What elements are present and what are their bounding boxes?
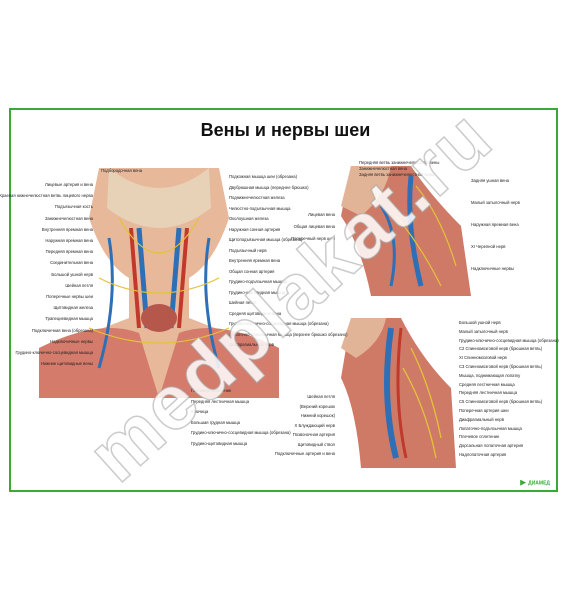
anatomy-label: Общая сонная артерия xyxy=(229,268,275,274)
main-neck-illustration xyxy=(39,168,279,398)
anatomy-label: Поперечные нервы шеи xyxy=(46,294,93,299)
anatomy-label: Большой ушной нерв xyxy=(51,271,93,277)
anatomy-label: Грудино-ключично-сосцевидная мышца xyxy=(15,350,94,355)
anatomy-label: Наружная сонная артерия xyxy=(229,226,281,232)
lower-side-illustration xyxy=(341,318,456,468)
anatomy-label: Поперечная артерия шеи xyxy=(459,408,509,413)
anatomy-label: Грудино-ключично-сосцевидная мышца (обре… xyxy=(459,337,559,343)
anatomy-label: Грудино-ключично-сосцевидная мышца (обре… xyxy=(229,321,329,326)
anatomy-label: Подъязычный нерв xyxy=(229,247,267,253)
anatomy-label: Средняя лестничная мышца xyxy=(459,381,515,387)
anatomy-label: Мышца, поднимающая лопатку xyxy=(459,372,521,378)
anatomy-label: Средняя щитовидная вена xyxy=(229,310,282,316)
anatomy-label: Позвоночная артерия xyxy=(292,432,335,437)
anatomy-label: Соединительная вена xyxy=(50,260,93,266)
anatomy-label: Подключичная вена (обрезана) xyxy=(31,327,93,333)
brand-name: ДИАМЕД xyxy=(528,480,550,486)
anatomy-label: Лопаточно-подъязычная мышца (верхнее брю… xyxy=(229,331,348,337)
anatomy-label: X Блуждающий нерв xyxy=(294,422,335,428)
anatomy-label: Грудино-щитовидная мышца xyxy=(229,289,286,295)
anatomy-label: Диафрагмальный нерв xyxy=(459,416,504,422)
anatomy-label: Грудино-подъязычная мышца xyxy=(229,279,287,284)
anatomy-label: Щитовидный ствол xyxy=(297,441,335,447)
anatomy-label: Плечевое сплетение xyxy=(459,434,500,440)
anatomy-label: XI Черепной нерв xyxy=(471,244,506,249)
anatomy-label: Наружная яремная вена xyxy=(471,222,519,227)
anatomy-label: Нижние щитовидные вены xyxy=(41,361,93,367)
poster-title: Вены и нервы шеи xyxy=(200,120,371,140)
anatomy-label: Передняя лестничная мышца xyxy=(459,390,518,396)
anatomy-label: Надключичные нервы xyxy=(471,266,514,271)
brand-logo: ДИАМЕД xyxy=(520,479,550,486)
anatomy-label: Околоушная железа xyxy=(229,216,269,221)
anatomy-label: Передняя лестничная мышца xyxy=(191,398,250,404)
brand-icon xyxy=(520,479,527,486)
anatomy-label: XI Спинномозговой нерв xyxy=(459,355,507,361)
anatomy-label: Двубрюшная мышца (переднее брюшко) xyxy=(229,184,309,190)
upper-side-illustration xyxy=(341,166,471,296)
anatomy-label: Трапециевидная мышца xyxy=(45,316,93,322)
anatomy-label: Челюстно-подъязычная мышца xyxy=(229,205,291,211)
poster: Вены и нервы шеи xyxy=(0,108,559,492)
anatomy-label: Подключичные артерия и вена xyxy=(274,451,335,456)
anatomy-label: Лопаточно-подъязычная мышца xyxy=(459,425,522,431)
anatomy-label: Задняя ушная вена xyxy=(471,178,509,183)
anatomy-label: Малый затылочный нерв xyxy=(471,200,520,205)
anatomy-label: Передняя яремная вена xyxy=(45,249,93,255)
anatomy-label: Нижний корешок) xyxy=(300,413,335,418)
anatomy-label: Ключица xyxy=(191,409,209,414)
anatomy-label: Подбородочная вена xyxy=(101,168,143,173)
anatomy-label: Щитовидная железа xyxy=(53,305,93,311)
anatomy-label: (Верхний корешок xyxy=(299,403,335,409)
anatomy-label: C3 Спинномозговой нерв (брюшная ветвь) xyxy=(459,364,543,369)
anatomy-label: Занижнечелюстная вена xyxy=(44,215,93,221)
anatomy-label: C2 Спинномозговой нерв (брюшная ветвь) xyxy=(459,346,543,352)
anatomy-label: Шейная петля xyxy=(229,300,257,305)
anatomy-label: Задняя ветвь занижнечелюстной вены xyxy=(359,172,435,177)
anatomy-label: Большой ушной нерв xyxy=(459,320,501,325)
anatomy-label: Шейная петля xyxy=(65,282,93,288)
anatomy-label: Наружная яремная вена xyxy=(45,238,93,243)
anatomy-label: Грудино-ключично-сосцевидная мышца (обре… xyxy=(191,430,291,435)
anatomy-label: Занижнечелюстная вена xyxy=(359,166,408,171)
anatomy-label: Диафрагмальный нерв xyxy=(229,342,274,347)
anatomy-label: Лицевая вена xyxy=(308,212,335,217)
anatomy-label: Передняя ветвь занижнечелюстной вены xyxy=(359,160,440,165)
anatomy-label: Шейная петля xyxy=(307,394,335,399)
anatomy-label: Надлопаточная артерия xyxy=(459,452,507,457)
anatomy-label: Подъязычная кость xyxy=(54,204,93,210)
anatomy-label: Большая грудная мышца xyxy=(191,419,240,425)
anatomy-label: Надключичные нервы xyxy=(50,338,93,344)
anatomy-label: Грудино-щитовидная мышца xyxy=(191,440,248,446)
anatomy-label: Лицевые артерия и вена xyxy=(44,182,93,187)
anatomy-label: Подкожная мышца шеи (обрезана) xyxy=(229,174,298,179)
anatomy-label: Малый затылочный нерв xyxy=(459,328,508,334)
anatomy-label: Внутренняя яремная вена xyxy=(41,226,93,232)
anatomy-label: C5 Спинномозговой нерв (брюшная ветвь) xyxy=(459,399,543,405)
anatomy-label: Поперечный нерв шеи xyxy=(291,236,335,241)
anatomy-label: Краевая нижнечелюстная ветвь лицевого не… xyxy=(0,193,93,199)
anatomy-label: Щитоподъязычная мышца (обрезана) xyxy=(229,237,303,242)
anatomy-label: Общая лицевая вена xyxy=(293,224,335,229)
anatomy-label: Дорсальная лопаточная артерия xyxy=(459,443,524,449)
anatomy-label: Поднижнечелюстная железа xyxy=(229,195,285,200)
anatomy-label: Плечевое сплетение xyxy=(191,388,232,393)
anatomy-label: Внутренняя яремная вена xyxy=(229,258,281,263)
